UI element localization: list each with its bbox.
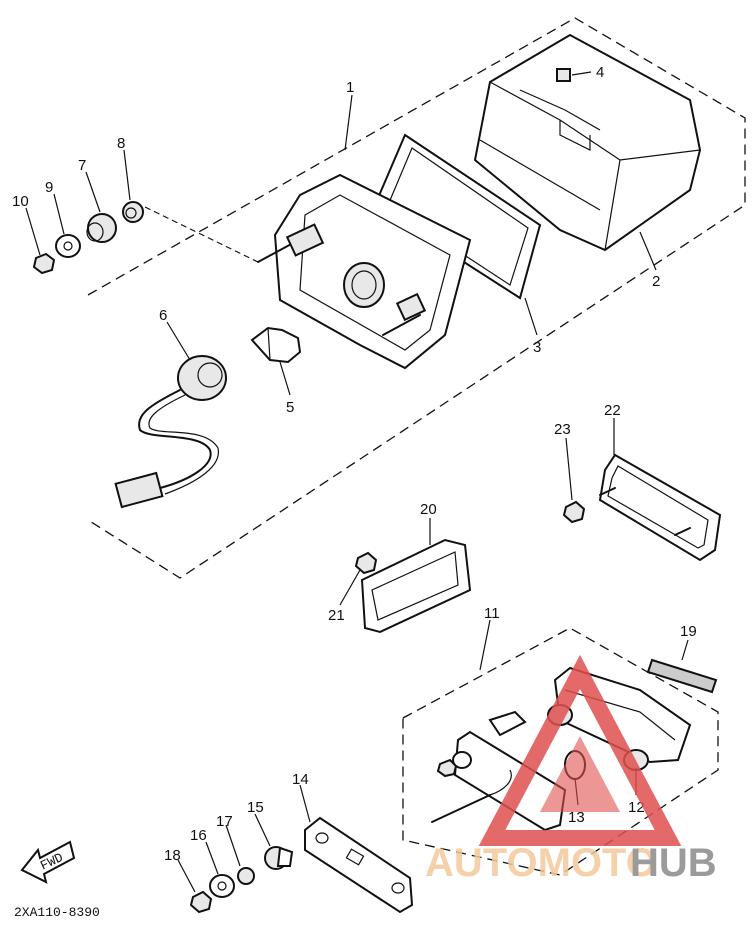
- callout-1: 1: [346, 79, 354, 96]
- watermark-brand-part1: AUTOMOTO: [425, 841, 657, 885]
- label-plate: [646, 658, 718, 694]
- callout-5: 5: [286, 399, 294, 416]
- bulb: [250, 326, 302, 364]
- license-bracket: [304, 816, 414, 914]
- callout-16: 16: [190, 827, 207, 844]
- lens-gasket: [373, 133, 542, 300]
- callout-19: 19: [680, 623, 697, 640]
- lamp-housing: [257, 173, 472, 370]
- callout-6: 6: [159, 307, 167, 324]
- callout-23: 23: [554, 421, 571, 438]
- watermark-triangle-icon: [478, 654, 682, 846]
- tail-lens: [473, 33, 702, 252]
- callout-10: 10: [12, 193, 29, 210]
- reflector: [360, 538, 472, 634]
- nut-10: [32, 252, 56, 275]
- watermark: AUTOMOTO HUB: [425, 654, 717, 885]
- callout-18: 18: [164, 847, 181, 864]
- nut-18: [189, 890, 213, 914]
- nut-23: [562, 500, 586, 524]
- diagram-code: 2XA110-8390: [14, 905, 100, 920]
- callout-21: 21: [328, 607, 345, 624]
- grommet: [86, 213, 117, 243]
- assembly-boundary-tail-lamp: [87, 17, 746, 579]
- callout-7: 7: [78, 157, 86, 174]
- callout-3: 3: [533, 339, 541, 356]
- callout-11: 11: [484, 605, 500, 622]
- callout-2: 2: [652, 273, 660, 290]
- callout-4: 4: [596, 64, 604, 81]
- callout-17: 17: [216, 813, 233, 830]
- assembly-boundary-license-lamp: [402, 627, 719, 876]
- callout-8: 8: [117, 135, 125, 152]
- forward-arrow-icon: FWD: [20, 840, 76, 884]
- watermark-brand-part2: HUB: [630, 841, 717, 885]
- callout-15: 15: [247, 799, 264, 816]
- callout-22: 22: [604, 402, 621, 419]
- callout-13: 13: [568, 809, 585, 826]
- callout-14: 14: [292, 771, 309, 788]
- callout-labels: 1 2 3 4 5 6 7 8 9 10 11 12 13 14 15 16 1…: [12, 64, 697, 864]
- lens-clip: [556, 68, 571, 82]
- washer: [55, 234, 81, 258]
- spacer-17: [237, 867, 255, 885]
- callout-12: 12: [628, 799, 645, 816]
- collar: [122, 201, 144, 223]
- socket-cord: [114, 355, 227, 509]
- callout-9: 9: [45, 179, 53, 196]
- callout-20: 20: [420, 501, 437, 518]
- washer-16: [209, 874, 235, 898]
- side-reflector: [598, 453, 722, 562]
- nut-21: [354, 551, 378, 575]
- collar-15: [264, 846, 294, 870]
